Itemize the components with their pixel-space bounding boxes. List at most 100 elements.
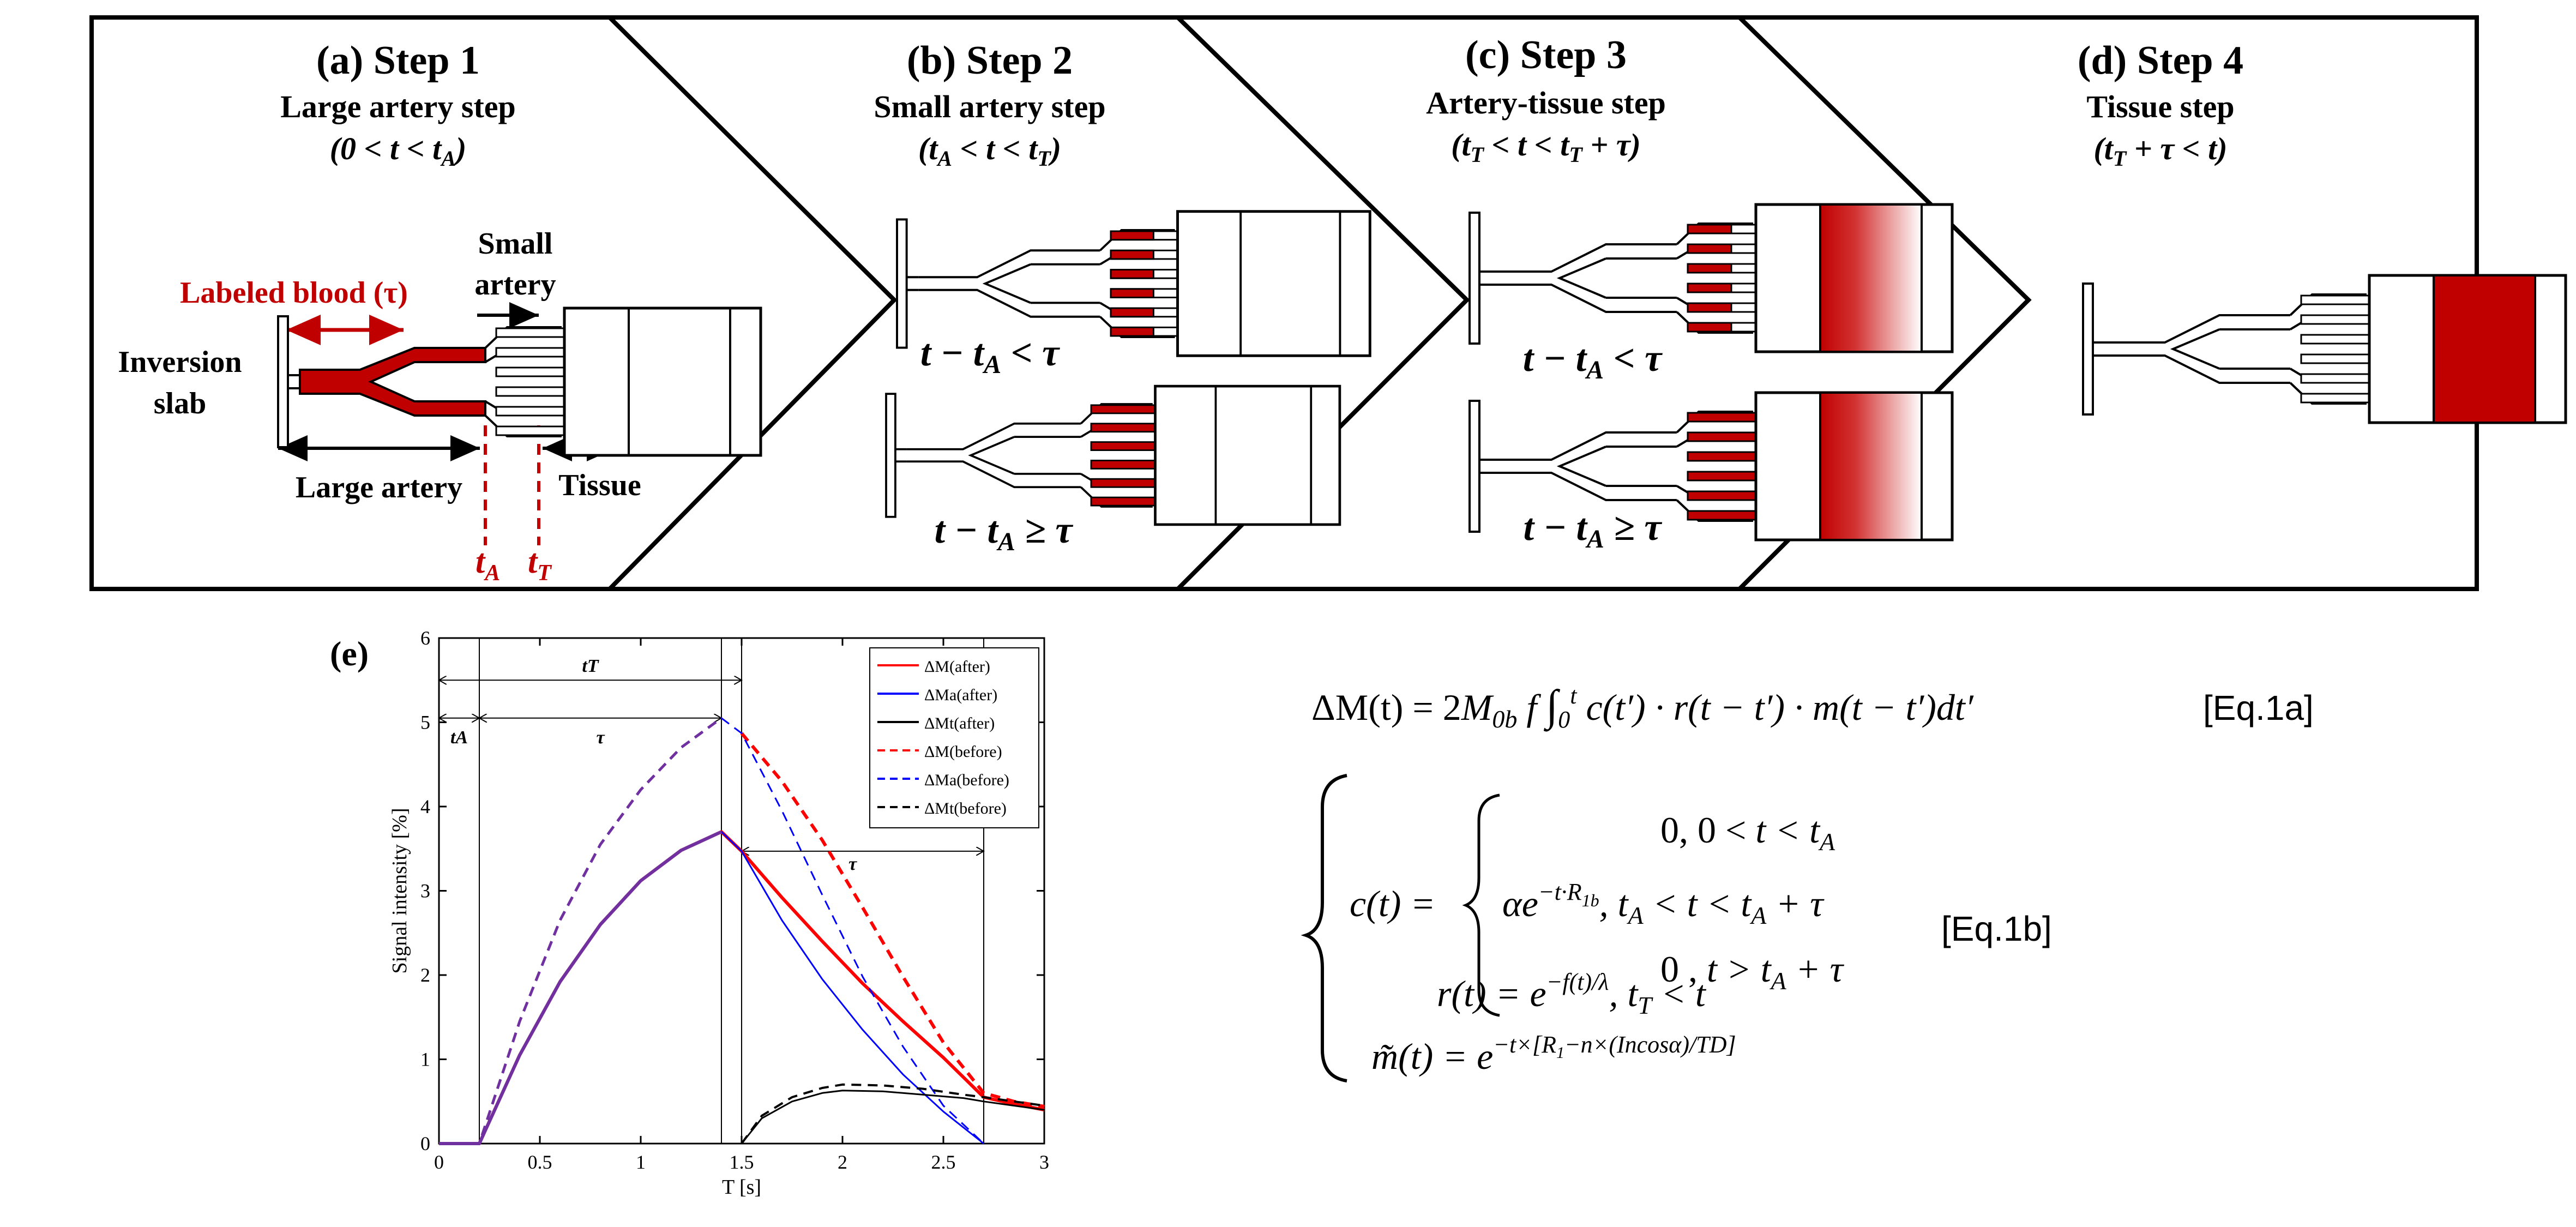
step-4-vessel bbox=[2082, 274, 2567, 424]
m-eq: m̃(t) = e−t×[R1−n×(Incosα)/TD] bbox=[1371, 1031, 1736, 1077]
series-overlap-after bbox=[439, 830, 723, 1145]
y-tick-label: 1 bbox=[420, 1049, 430, 1070]
step-4-time: (tT + τ < t) bbox=[2093, 131, 2227, 171]
x-tick-label: 0 bbox=[434, 1151, 444, 1173]
x-tick-label: 1.5 bbox=[730, 1151, 754, 1173]
step-1-vessel-slab bbox=[277, 315, 289, 448]
step-3-vessel-top-small-artery-labeled-5 bbox=[1687, 322, 1732, 333]
step-1-header: (a) Step 1 Large artery step (0 < t < tA… bbox=[280, 38, 516, 171]
inversion-label-2: slab bbox=[154, 387, 207, 420]
x-tick-label: 3 bbox=[1039, 1151, 1049, 1173]
step-2-header: (b) Step 2 Small artery step (tA < t < t… bbox=[874, 38, 1105, 171]
legend-label-0: ΔM(after) bbox=[924, 658, 990, 676]
inversion-label-1: Inversion bbox=[118, 345, 242, 379]
y-tick-label: 2 bbox=[420, 964, 430, 986]
labeled-blood-label: Labeled blood (τ) bbox=[180, 276, 408, 310]
step-3-vessel-top bbox=[1468, 203, 1954, 353]
step-2-vessel-top-large-artery bbox=[918, 249, 1100, 318]
step-4-vessel-tissue-labeled bbox=[2434, 276, 2535, 422]
series-line-2 bbox=[741, 1090, 1045, 1144]
legend-label-1: ΔMa(after) bbox=[924, 686, 997, 704]
step-3-vessel-top-slab bbox=[1468, 212, 1480, 345]
step-4-header: (d) Step 4 Tissue step (tT + τ < t) bbox=[2078, 38, 2243, 171]
x-axis-label: T [s] bbox=[722, 1176, 761, 1199]
step-3-vessel-top-tissue-gradient bbox=[1820, 206, 1922, 351]
step-2-time: (tA < t < tT) bbox=[918, 131, 1061, 171]
step-1-subtitle: Large artery step bbox=[280, 89, 516, 124]
step-1-annotations: Labeled blood (τ) Small artery Inversion… bbox=[118, 227, 641, 586]
step-4-vessel-slab bbox=[2082, 282, 2094, 416]
series-line-3 bbox=[740, 732, 1045, 1108]
step-1-vessel-large-artery-labeled bbox=[299, 347, 486, 417]
c-lhs: c(t) = bbox=[1350, 883, 1435, 924]
step-3-vessel-bottom bbox=[1468, 391, 1954, 542]
step-3-vessel-bottom-large-artery bbox=[1491, 431, 1677, 501]
step-3-title: (c) Step 3 bbox=[1465, 33, 1627, 77]
step-2-vessel-bottom-slab bbox=[885, 393, 896, 518]
step-1-vessel-tissue-box bbox=[563, 306, 762, 457]
chart-tau-label-1: τ bbox=[596, 727, 605, 748]
eq1b-outer-brace bbox=[1301, 774, 1347, 1082]
step-2-vessel-top-small-artery-labeled-5 bbox=[1110, 326, 1154, 337]
step-2-vessel-top bbox=[896, 210, 1371, 357]
series-overlap-before bbox=[439, 717, 723, 1145]
y-tick-label: 5 bbox=[420, 712, 430, 733]
legend-label-2: ΔMt(after) bbox=[924, 714, 995, 732]
y-tick-label: 4 bbox=[420, 796, 430, 817]
c-case-2: αe−t·R1b, tA < t < tA + τ bbox=[1502, 879, 1825, 929]
legend-box bbox=[869, 647, 1039, 828]
large-artery-label: Large artery bbox=[296, 471, 462, 504]
step-2-vessel-bottom-tissue-box bbox=[1154, 384, 1341, 526]
legend-label-3: ΔM(before) bbox=[924, 743, 1002, 761]
step-3-vessel-bottom-tissue-gradient bbox=[1820, 394, 1922, 539]
small-artery-label-1: Small bbox=[478, 227, 553, 261]
legend-label-5: ΔMt(before) bbox=[924, 799, 1007, 817]
step-3-vessel-top-small-artery-labeled-0 bbox=[1687, 224, 1732, 234]
step-3-cond-top: t − tA < τ bbox=[1523, 338, 1663, 384]
chart-tau-label-2: τ bbox=[848, 854, 857, 874]
vessel-diagrams bbox=[277, 203, 2567, 542]
equations: ΔM(t) = 2M0b f ∫0t c(t′) · r(t − t′) · m… bbox=[1301, 682, 2314, 1082]
chart-tt-label: tT bbox=[582, 656, 599, 676]
step-1-vessel bbox=[277, 306, 762, 457]
y-tick-label: 3 bbox=[420, 880, 430, 902]
step-2-vessel-top-small-artery-labeled-4 bbox=[1110, 307, 1154, 318]
legend-label-4: ΔMa(before) bbox=[924, 771, 1009, 789]
step-3-header: (c) Step 3 Artery-tissue step (tT < t < … bbox=[1426, 33, 1666, 167]
step-2-title: (b) Step 2 bbox=[907, 38, 1073, 83]
step-4-vessel-large-artery bbox=[2105, 314, 2290, 384]
x-tick-label: 2.5 bbox=[931, 1151, 956, 1173]
step-3-vessel-top-small-artery-labeled-4 bbox=[1687, 302, 1732, 313]
step-1-title: (a) Step 1 bbox=[316, 38, 480, 83]
x-tick-label: 2 bbox=[838, 1151, 847, 1173]
step-2-vessel-bottom-large-artery bbox=[906, 422, 1081, 489]
step-2-vessel-top-slab bbox=[896, 218, 908, 349]
series-line-5 bbox=[741, 1083, 1045, 1145]
step-2-vessel-bottom bbox=[885, 384, 1341, 526]
step-3-vessel-top-small-artery-labeled-2 bbox=[1687, 263, 1732, 274]
y-tick-label: 0 bbox=[420, 1133, 430, 1154]
step-2-vessel-top-small-artery-labeled-1 bbox=[1110, 249, 1154, 260]
step-2-vessel-top-small-artery-labeled-0 bbox=[1110, 230, 1154, 241]
eq1b-tag: [Eq.1b] bbox=[1941, 909, 2052, 948]
r-eq: r(t) = e−f(t)/λ, tT < t bbox=[1437, 969, 1707, 1019]
step-3-subtitle: Artery-tissue step bbox=[1426, 85, 1666, 121]
step-3-time: (tT < t < tT + τ) bbox=[1451, 127, 1641, 167]
chart-ta-label: tA bbox=[450, 727, 468, 748]
eq1a-tag: [Eq.1a] bbox=[2203, 688, 2314, 727]
step-3-vessel-top-small-artery-labeled-3 bbox=[1687, 282, 1732, 293]
step-2-vessel-top-small-artery-labeled-3 bbox=[1110, 288, 1154, 298]
step-2-subtitle: Small artery step bbox=[874, 89, 1105, 124]
y-tick-label: 6 bbox=[420, 627, 430, 649]
step-4-subtitle: Tissue step bbox=[2086, 89, 2234, 124]
step-2-vessel-top-small-artery-labeled-2 bbox=[1110, 269, 1154, 279]
step-2-cond-top: t − tA < τ bbox=[920, 332, 1060, 379]
x-tick-label: 1 bbox=[636, 1151, 646, 1173]
c-brace bbox=[1462, 793, 1500, 1017]
tissue-label: Tissue bbox=[558, 468, 641, 502]
panel-e-label: (e) bbox=[330, 634, 369, 673]
step-3-vessel-top-small-artery-labeled-1 bbox=[1687, 243, 1732, 254]
step-3-vessel-top-large-artery bbox=[1491, 243, 1677, 313]
